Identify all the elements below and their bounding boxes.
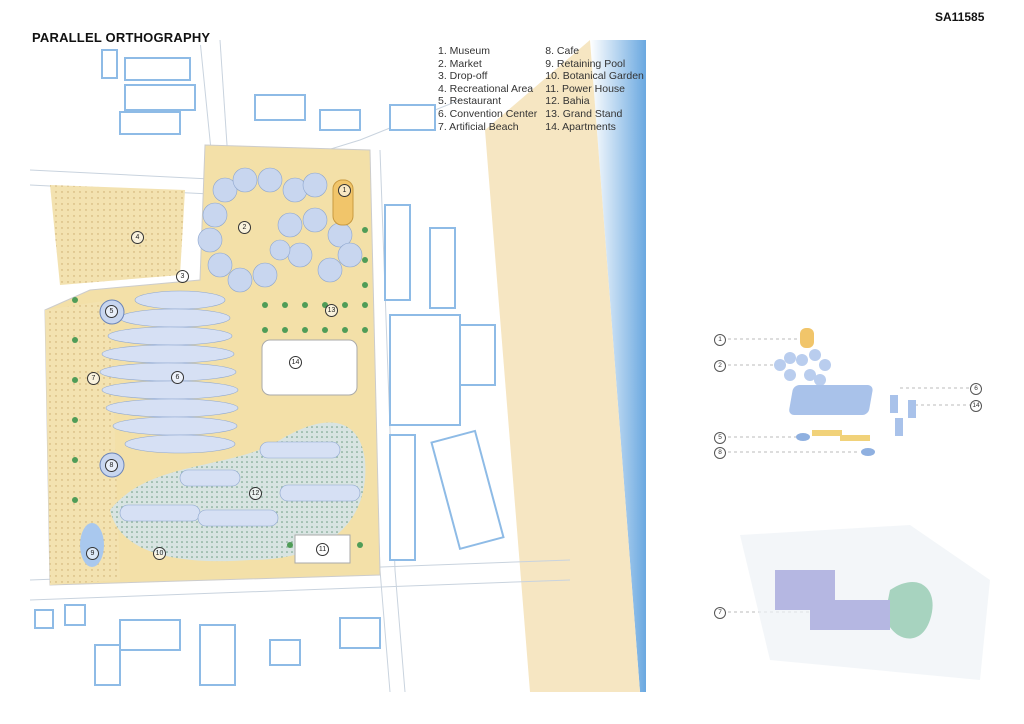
site-plan-drawing [29,39,646,693]
axo-museum [800,328,814,348]
legend-item: 7. Artificial Beach [438,120,519,133]
legend-item: 9. Retaining Pool [545,57,626,70]
marker-museum: 1 [338,184,351,197]
axo-cafe [861,448,875,456]
axo-marker-convention-center: 6 [970,383,982,395]
marker-market: 2 [238,221,251,234]
legend-column-1: 1. Museum 2. Market 3. Drop-off 4. Recre… [438,45,537,133]
legend-item: 1. Museum [438,45,490,57]
marker-retaining-pool: 9 [86,547,99,560]
project-code: SA11585 [935,10,985,24]
bahia [119,441,361,527]
legend-item: 13. Grand Stand [545,107,623,120]
axo-convention-and-apartments [789,385,916,436]
site-plan: 1. Museum 2. Market 3. Drop-off 4. Recre… [29,39,646,693]
marker-apartments: 14 [289,356,302,369]
convention-center [99,290,239,454]
axo-market [774,349,831,386]
marker-drop-off: 3 [176,270,189,283]
legend: 1. Museum 2. Market 3. Drop-off 4. Recre… [438,45,644,133]
axo-restaurant [796,433,810,441]
marker-cafe: 8 [105,459,118,472]
power-house [294,534,351,564]
marker-botanical-garden: 10 [153,547,166,560]
sea [590,40,646,692]
legend-item: 3. Drop-off [438,70,488,83]
axo-kiosks [812,430,870,441]
axo-marker-museum: 1 [714,334,726,346]
recreational-area [50,185,185,285]
axo-marker-restaurant: 5 [714,432,726,444]
legend-item: 8. Cafe [545,45,580,57]
marker-restaurant: 5 [105,305,118,318]
axo-marker-artificial-beach: 7 [714,607,726,619]
beach [485,40,640,692]
legend-item: 2. Market [438,57,482,70]
legend-item: 14. Apartments [545,120,616,133]
market [197,167,363,293]
surrounding-buildings [34,49,505,686]
legend-column-2: 8. Cafe 9. Retaining Pool 10. Botanical … [545,45,644,133]
axo-marker-cafe: 8 [714,447,726,459]
legend-item: 11. Power House [545,82,625,95]
legend-item: 10. Botanical Garden [545,70,644,83]
legend-item: 5. Restaurant [438,95,502,108]
marker-power-house: 11 [316,543,329,556]
palm-trees [72,227,368,548]
marker-artificial-beach: 7 [87,372,100,385]
marker-convention-center: 6 [171,371,184,384]
marker-grand-stand: 13 [325,304,338,317]
axo-structures [775,570,890,630]
axonometric-exploded-view: 1 2 6 14 5 8 7 [690,320,1000,700]
page-title: PARALLEL ORTHOGRAPHY [32,30,215,45]
axonometric-drawing [728,328,990,680]
legend-item: 6. Convention Center [438,107,538,120]
axo-garden [885,581,933,639]
grand-stand [261,339,358,396]
axo-marker-apartments: 14 [970,400,982,412]
marker-bahia: 12 [249,487,262,500]
legend-item: 12. Bahia [545,95,590,108]
legend-item: 4. Recreational Area [438,82,534,95]
marker-recreational-area: 4 [131,231,144,244]
axo-marker-market: 2 [714,360,726,372]
retaining-pool [80,523,104,567]
